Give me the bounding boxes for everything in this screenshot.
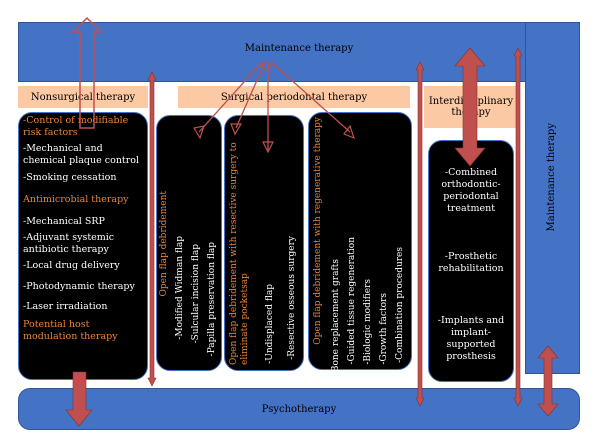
fan-arrow-left [198,61,263,133]
thick-double-arrow-interdisciplinary [454,47,486,167]
fan-arrow-right [270,61,351,133]
down-arrow-psychotherapy [65,371,93,427]
nonsurgical-item: -Laser irradiation [23,300,108,312]
psychotherapy-bar: Psychotherapy [18,388,580,430]
double-arrow-right [513,47,523,407]
nonsurgical-item: Potential host modulation therapy [23,318,118,343]
fan-arrow-center-up [259,61,273,71]
resective-box: Open flap debridement with resective sur… [224,115,304,371]
interdisciplinary-item: -Prosthetic rehabilitation [438,251,504,274]
nonsurgical-item: Antimicrobial therapy [23,193,129,205]
regenerative-box: Open flap debridement with regenerative … [308,112,412,375]
fan-arrow-mid-left-head [230,123,243,136]
nonsurgical-item: -Mechanical and chemical plaque control [23,143,140,167]
nonsurgical-header: Nonsurgical therapy [18,86,148,108]
double-arrow-middle [415,61,425,407]
maintenance-therapy-top-label: Maintenance therapy [244,43,354,54]
double-arrow-bottom-right [537,345,559,417]
nonsurgical-item: -Mechanical SRP [23,215,105,227]
nonsurgical-header-label: Nonsurgical therapy [30,91,136,103]
fan-arrow-mid-left [235,61,266,129]
fan-arrow-left-head [193,125,205,140]
nonsurgical-item: -Control of modifiable risk factors [23,115,129,139]
nonsurgical-item: -Photodynamic therapy [23,280,135,292]
nonsurgical-item: -Adjuvant systemic antibiotic therapy [23,232,115,256]
interdisciplinary-box: -Combined orthodontic-periodontal treatm… [428,140,514,382]
nonsurgical-item: -Smoking cessation [23,171,117,183]
psychotherapy-label: Psychotherapy [261,403,337,415]
maintenance-therapy-right-bar: Maintenance therapy [525,22,580,374]
surgical-header-label: Surgical periodontal therapy [220,91,368,103]
open-flap-box: Open flap debridement -Modified Widman f… [156,115,222,371]
nonsurgical-item: -Local drug delivery [23,260,120,272]
maintenance-therapy-top-bar: Maintenance therapy [18,22,580,82]
interdisciplinary-item: -Combined orthodontic-periodontal treatm… [441,167,501,214]
interdisciplinary-item: -Implants and implant-supported prosthes… [437,315,505,362]
fan-arrow-right-head [343,124,355,140]
double-arrow-left [147,71,157,387]
nonsurgical-box: -Control of modifiable risk factors -Mec… [18,112,148,380]
fan-arrow-center-head [262,141,274,154]
up-arrow-nonsurgical [71,16,103,129]
